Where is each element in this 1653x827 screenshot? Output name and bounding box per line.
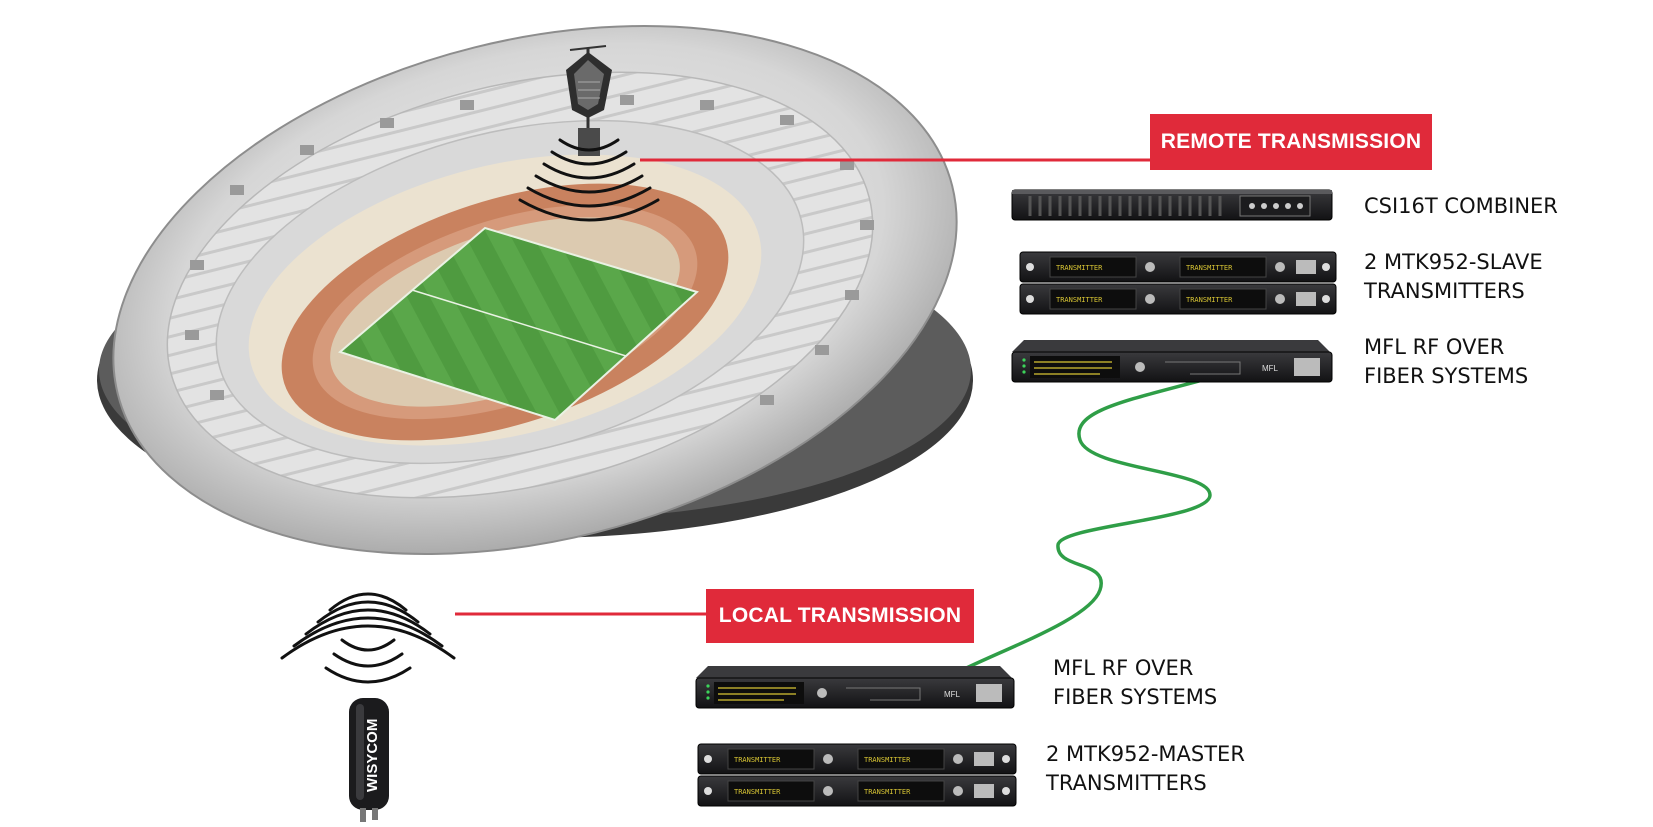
master-label-line-2: TRANSMITTERS bbox=[1046, 771, 1207, 795]
mfl-bottom-label-line-1: MFL RF OVER bbox=[1053, 656, 1194, 680]
slave-transmitters-label: 2 MTK952-SLAVE TRANSMITTERS bbox=[1364, 248, 1543, 306]
slave-display-text: TRANSMITTER bbox=[1186, 264, 1233, 272]
combiner-label-line: CSI16T COMBINER bbox=[1364, 194, 1558, 218]
csi16t-combiner-unit bbox=[1011, 189, 1333, 221]
football-pitch bbox=[337, 226, 699, 422]
fiber-cable bbox=[948, 376, 1212, 678]
slave-display-text: TRANSMITTER bbox=[1056, 264, 1103, 272]
master-transmitters-label: 2 MTK952-MASTER TRANSMITTERS bbox=[1046, 740, 1245, 798]
mfl-fiber-unit-bottom: MFL bbox=[695, 666, 1015, 709]
mfl-top-label-line-2: FIBER SYSTEMS bbox=[1364, 364, 1529, 388]
mfl-badge-text: MFL bbox=[1262, 364, 1279, 373]
antenna-icon bbox=[566, 45, 612, 156]
mfl-bottom-label-line-2: FIBER SYSTEMS bbox=[1053, 685, 1218, 709]
mfl-badge-text: MFL bbox=[944, 690, 961, 699]
mfl-fiber-unit-top: MFL bbox=[1011, 340, 1333, 383]
slave-display-text: TRANSMITTER bbox=[1056, 296, 1103, 304]
local-transmission-badge: LOCAL TRANSMISSION bbox=[706, 589, 974, 643]
mtk952-slave-unit: TRANSMITTER TRANSMITTER bbox=[1019, 251, 1337, 283]
mtk952-master-unit: TRANSMITTER TRANSMITTER bbox=[697, 775, 1017, 807]
handset-brand-text: WISYCOM bbox=[364, 719, 381, 792]
mtk952-master-unit: TRANSMITTER TRANSMITTER bbox=[697, 743, 1017, 775]
combiner-label: CSI16T COMBINER bbox=[1364, 192, 1558, 221]
signal-waves-icon bbox=[518, 138, 660, 222]
master-display-text: TRANSMITTER bbox=[864, 788, 911, 796]
remote-transmission-badge: REMOTE TRANSMISSION bbox=[1150, 114, 1432, 170]
slave-label-line-1: 2 MTK952-SLAVE bbox=[1364, 250, 1543, 274]
master-display-text: TRANSMITTER bbox=[864, 756, 911, 764]
mtk952-slave-unit: TRANSMITTER TRANSMITTER bbox=[1019, 283, 1337, 315]
mfl-fiber-label-bottom: MFL RF OVER FIBER SYSTEMS bbox=[1053, 654, 1217, 712]
master-display-text: TRANSMITTER bbox=[734, 756, 781, 764]
slave-display-text: TRANSMITTER bbox=[1186, 296, 1233, 304]
mfl-fiber-label-top: MFL RF OVER FIBER SYSTEMS bbox=[1364, 333, 1528, 391]
signal-waves-icon bbox=[280, 592, 456, 660]
mfl-top-label-line-1: MFL RF OVER bbox=[1364, 335, 1505, 359]
stadium-illustration bbox=[97, 25, 973, 555]
master-display-text: TRANSMITTER bbox=[734, 788, 781, 796]
signal-waves-icon bbox=[324, 638, 412, 684]
wireless-handset-icon: WISYCOM bbox=[349, 698, 389, 822]
slave-label-line-2: TRANSMITTERS bbox=[1364, 279, 1525, 303]
master-label-line-1: 2 MTK952-MASTER bbox=[1046, 742, 1245, 766]
